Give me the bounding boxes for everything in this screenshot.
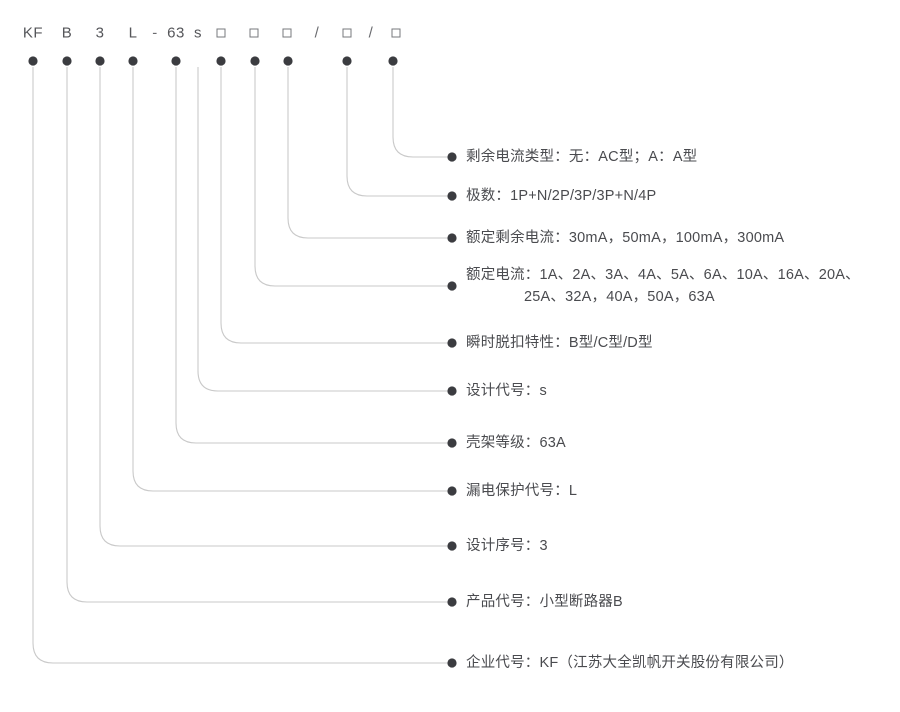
code-token-box [282, 28, 292, 38]
label-pole-number: 极数：1P+N/2P/3P/3P+N/4P [466, 185, 656, 207]
leader-line-frame-rating [175, 67, 452, 444]
label-text-primary: 额定剩余电流：30mA，50mA，100mA，300mA [466, 230, 785, 246]
code-anchor-dot-frame-rating [171, 56, 181, 66]
label-enterprise-code: 企业代号：KF（江苏大全凯帆开关股份有限公司） [466, 652, 794, 674]
leader-line-pole-number [346, 67, 452, 197]
label-text-primary: 剩余电流类型：无：AC型；A：A型 [466, 149, 698, 165]
label-text-primary: 产品代号：小型断路器B [466, 594, 623, 610]
label-anchor-dot-residual-current-type [447, 152, 457, 162]
code-token-box [216, 28, 226, 38]
label-rated-residual-current: 额定剩余电流：30mA，50mA，100mA，300mA [466, 227, 784, 249]
code-token-box [342, 28, 352, 38]
code-anchor-dot-design-serial [95, 56, 105, 66]
label-design-code: 设计代号：s [466, 380, 547, 402]
label-text-primary: 瞬时脱扣特性：B型/C型/D型 [466, 335, 653, 351]
label-text-primary: 额定电流：1A、2A、3A、4A、5A、6A、10A、16A、20A、 [466, 267, 860, 283]
leader-line-rated-current [254, 67, 452, 287]
leader-line-residual-current-type [392, 67, 452, 158]
code-anchor-dot-rated-residual-current [283, 56, 293, 66]
label-residual-current-type: 剩余电流类型：无：AC型；A：A型 [466, 146, 697, 168]
code-token: - [152, 24, 158, 42]
label-anchor-dot-enterprise-code [447, 658, 457, 668]
label-text-primary: 漏电保护代号：L [466, 483, 578, 499]
leader-line-design-serial [99, 67, 452, 547]
code-token: s [194, 24, 202, 42]
code-token: L [128, 24, 138, 42]
label-frame-rating: 壳架等级：63A [466, 432, 566, 454]
code-anchor-dot-product-code [62, 56, 72, 66]
label-text-continued: 25A、32A，40A，50A，63A [524, 289, 715, 305]
label-anchor-dot-leakage-code [447, 486, 457, 496]
label-text-primary: 设计代号：s [466, 383, 547, 399]
label-anchor-dot-design-code [447, 386, 457, 396]
code-token: / [368, 24, 374, 42]
code-token: 3 [95, 24, 105, 42]
label-text-primary: 极数：1P+N/2P/3P/3P+N/4P [466, 188, 657, 204]
leader-line-instant-trip [220, 67, 452, 344]
label-rated-current: 额定电流：1A、2A、3A、4A、5A、6A、10A、16A、20A、 25A、3… [466, 264, 860, 308]
leader-line-rated-residual-current [287, 67, 452, 239]
code-token-box [249, 28, 259, 38]
code-token-box [391, 28, 401, 38]
label-product-code: 产品代号：小型断路器B [466, 591, 623, 613]
label-anchor-dot-rated-current [447, 281, 457, 291]
label-anchor-dot-rated-residual-current [447, 233, 457, 243]
code-anchor-dot-rated-current [250, 56, 260, 66]
label-text-primary: 壳架等级：63A [466, 435, 566, 451]
label-anchor-dot-frame-rating [447, 438, 457, 448]
code-anchor-dot-instant-trip [216, 56, 226, 66]
code-anchor-dot-enterprise-code [28, 56, 38, 66]
leader-line-enterprise-code [32, 67, 452, 664]
code-anchor-dot-residual-current-type [388, 56, 398, 66]
label-anchor-dot-pole-number [447, 191, 457, 201]
model-code-row: KF B 3 L-63 s / / [0, 0, 900, 60]
label-anchor-dot-product-code [447, 597, 457, 607]
code-token: / [314, 24, 320, 42]
leader-line-product-code [66, 67, 452, 603]
leader-line-leakage-code [132, 67, 452, 492]
code-token: KF [22, 24, 44, 42]
code-anchor-dot-pole-number [342, 56, 352, 66]
label-anchor-dot-instant-trip [447, 338, 457, 348]
label-anchor-dot-design-serial [447, 541, 457, 551]
label-leakage-code: 漏电保护代号：L [466, 480, 577, 502]
label-text-primary: 设计序号：3 [466, 538, 548, 554]
code-anchor-dot-leakage-code [128, 56, 138, 66]
label-text-primary: 企业代号：KF（江苏大全凯帆开关股份有限公司） [466, 655, 794, 671]
code-token: 63 [167, 24, 185, 42]
label-design-serial: 设计序号：3 [466, 535, 548, 557]
label-instant-trip: 瞬时脱扣特性：B型/C型/D型 [466, 332, 653, 354]
code-token: B [61, 24, 73, 42]
leader-line-design-code [197, 67, 452, 392]
